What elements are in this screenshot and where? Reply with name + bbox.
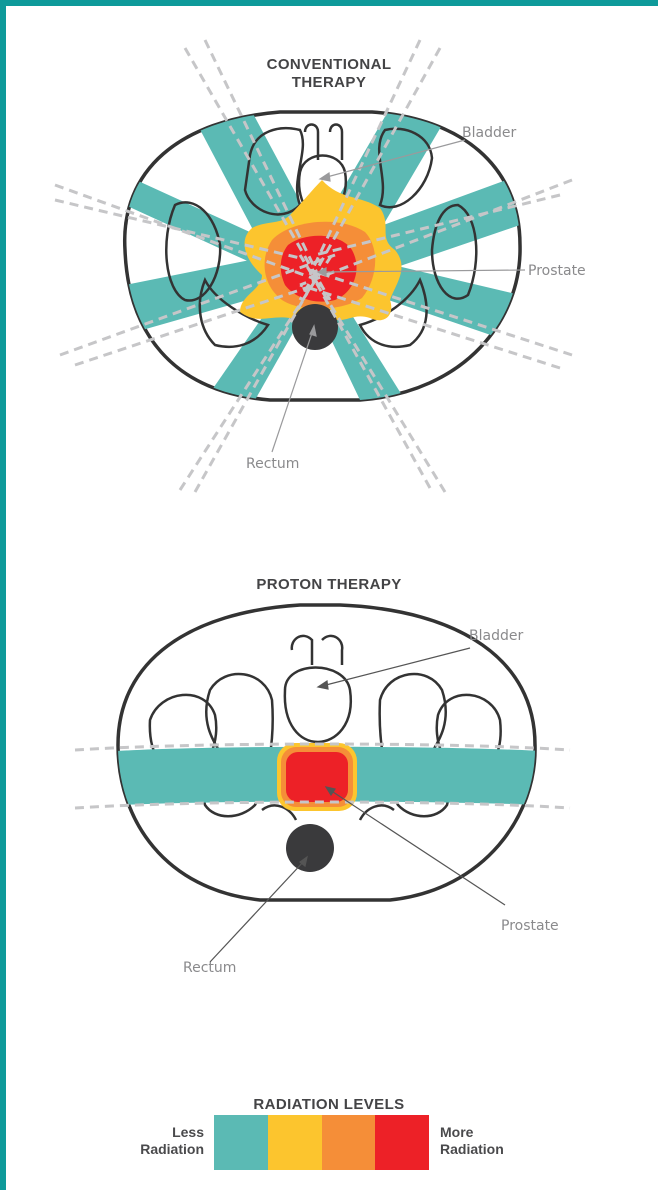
proton-high-dose — [286, 752, 348, 802]
legend-title: RADIATION LEVELS — [0, 1096, 658, 1114]
legend-swatch-more — [375, 1115, 429, 1170]
legend-swatch-less — [214, 1115, 268, 1170]
legend-more-line1: More — [440, 1124, 473, 1140]
legend-less-line1: Less — [140, 1124, 204, 1140]
legend-swatch-mid — [322, 1115, 376, 1170]
legend-less-line2: Radiation — [120, 1141, 204, 1157]
proton-rectum — [286, 824, 334, 872]
legend-swatch-low — [268, 1115, 322, 1170]
proton-bladder-label: Bladder — [469, 628, 523, 644]
legend-more-line2: Radiation — [440, 1141, 504, 1157]
proton-rectum-label: Rectum — [183, 960, 236, 976]
proton-prostate-label: Prostate — [501, 918, 559, 934]
legend-swatches — [214, 1115, 429, 1170]
